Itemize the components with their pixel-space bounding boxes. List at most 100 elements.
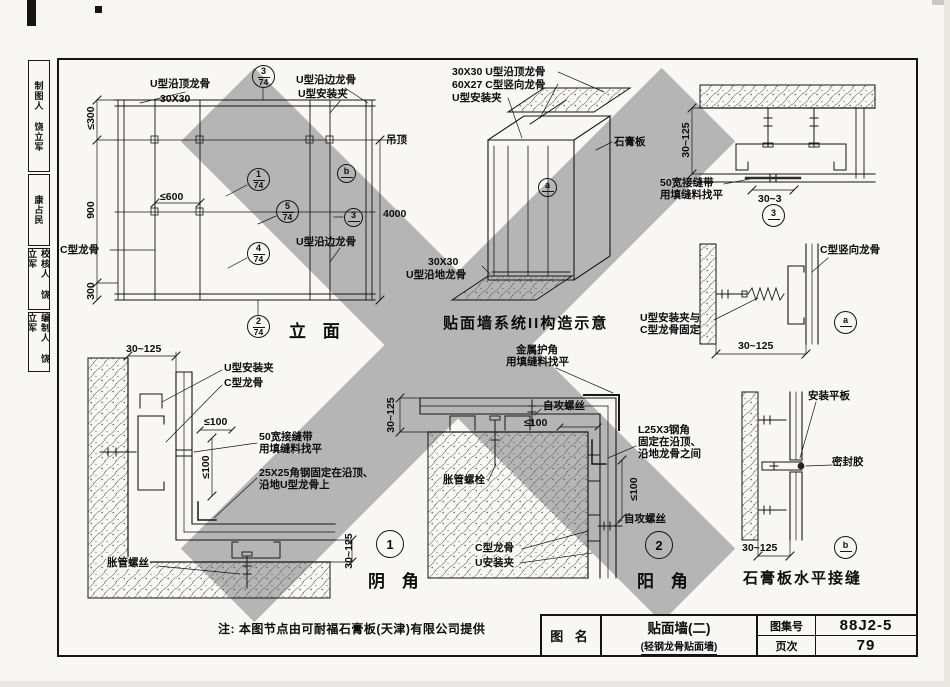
- c-stud-section: [137, 415, 165, 491]
- bubble-page: 74: [257, 76, 270, 87]
- detail1-number-bubble: 1: [376, 530, 404, 558]
- page-number-label: 页次: [758, 636, 816, 655]
- leader-lines: [799, 401, 833, 467]
- detail-b-number-bubble: b: [834, 536, 857, 559]
- anchor-head: [489, 415, 501, 421]
- leader-lines: [109, 86, 369, 316]
- elevation-rails: [114, 99, 376, 301]
- detail1-title: 阴 角: [368, 572, 425, 591]
- u-clip: [139, 393, 163, 409]
- titleblock-checker-box: 校核人 饶立军: [27, 248, 50, 310]
- dimension-ticks: [711, 349, 811, 359]
- detail2-label-u-clip: U安装夹: [474, 557, 516, 570]
- iso-label-u-clip: U型安装夹: [452, 92, 502, 104]
- atlas-number-value: 88J2-5: [839, 617, 893, 634]
- sealant-blob: [797, 462, 805, 470]
- board-horizontal: [175, 523, 336, 541]
- dimension-ticks: [753, 551, 795, 561]
- gypsum-panel-front: [487, 139, 575, 281]
- corner-bead: [583, 394, 620, 431]
- bubble-number: b: [343, 166, 350, 176]
- wall-hatch: [699, 243, 717, 345]
- clip-mark: [150, 207, 159, 216]
- bubble-number: 2: [655, 537, 663, 553]
- detail2-label-screw-2: 自攻螺丝: [624, 513, 666, 525]
- runner-channels: [491, 99, 571, 273]
- bubble-page: [541, 191, 554, 194]
- detail-a-label-clip-2: C型龙骨固定: [640, 324, 701, 336]
- bubble-page: [767, 219, 780, 222]
- iso-title: 贴面墙系统II构造示意: [443, 315, 609, 332]
- detail3-dim-standoff: 30~125: [679, 122, 692, 158]
- angle-steel: [591, 439, 607, 465]
- board-lines: [805, 243, 819, 345]
- page-number-row: 页次 79: [758, 636, 916, 655]
- leader-lines: [487, 367, 637, 564]
- detail1-dim-right: 30~125: [342, 533, 355, 569]
- elevation-dim-4000: 4000: [383, 208, 407, 220]
- detail-b-label-sealant: 密封胶: [832, 456, 864, 468]
- leader-lines: [481, 71, 613, 275]
- compiler-name: 编制人 饶立军: [27, 313, 50, 364]
- checker-name: 校核人 饶立军: [27, 249, 50, 300]
- clip-mark: [150, 135, 159, 144]
- ceiling-slab-hatch: [506, 87, 632, 113]
- drawing-name-line2: (轻钢龙骨贴面墙): [640, 638, 718, 655]
- titleblock-compiler-box: 编制人 饶立军: [27, 312, 50, 372]
- detail-ref-bubble-b: b: [337, 164, 356, 183]
- elevation-dim-le600: ≤600: [160, 191, 184, 203]
- drafter-name: 制图人 饶立军: [33, 80, 44, 152]
- dimension-lines: [757, 539, 791, 557]
- dimension-ticks: [92, 95, 385, 305]
- bubble-number: 1: [386, 536, 394, 552]
- screws: [757, 415, 787, 515]
- screw-head: [762, 142, 774, 148]
- detail1-label-u-clip: U型安装夹: [224, 362, 274, 374]
- detail1-label-angle-2: 沿地U型龙骨上: [259, 479, 330, 491]
- wall-hatch: [741, 391, 759, 541]
- floor-runner: [231, 541, 281, 559]
- elevation-label-u-clip: U型安装夹: [298, 88, 348, 100]
- clip-mark: [195, 207, 204, 216]
- elevation-label-ceiling: 吊顶: [386, 134, 407, 146]
- bubble-page: 74: [252, 326, 265, 337]
- bubble-page: [839, 326, 852, 329]
- detail2-label-angle-3: 沿地龙骨之间: [638, 448, 701, 460]
- leader-lines: [713, 257, 829, 321]
- wall-screw: [99, 447, 137, 457]
- iso-label-gypsum-board: 石膏板: [614, 136, 646, 148]
- bubble-page: [839, 551, 852, 554]
- detail-a-linework: [699, 243, 829, 359]
- gypsum-panel-depth: [487, 115, 612, 281]
- dimension-ticks: [123, 351, 357, 567]
- titleblock-name-label: 图 名: [542, 616, 602, 655]
- elevation-label-u-top-runner: U型沿顶龙骨: [150, 78, 211, 90]
- bubble-number: 3: [260, 65, 266, 76]
- detail-a-number-bubble: a: [834, 311, 857, 334]
- dimension-lines: [96, 99, 381, 301]
- dimension-lines: [715, 343, 807, 355]
- detail1-dim-le100-h: ≤100: [204, 416, 228, 428]
- detail-a-label-clip-1: U型安装夹与: [640, 312, 701, 324]
- titleblock-right: 图集号 88J2-5 页次 79: [758, 616, 916, 655]
- clip-mark: [305, 135, 314, 144]
- detail3-dim-gap: 30~3: [758, 193, 782, 205]
- side-wall-lines: [855, 107, 865, 179]
- detail2-linework: [395, 367, 637, 579]
- bubble-number: 5: [284, 200, 290, 211]
- anchor-head: [241, 551, 253, 557]
- clip-mark: [195, 135, 204, 144]
- drafter2-name: 康占民: [33, 195, 44, 225]
- provider-note: 注: 本图节点由可耐福石膏板(天津)有限公司提供: [218, 622, 486, 636]
- channel-sections: [449, 415, 601, 542]
- mounting-plate: [761, 461, 803, 471]
- floor-anchor: [242, 555, 252, 589]
- bubble-number: a: [544, 180, 550, 190]
- detail3-number-bubble: 3: [762, 204, 785, 227]
- scan-artifact: [932, 0, 950, 5]
- detail-b-linework: [741, 391, 833, 561]
- scan-artifact: [95, 6, 102, 13]
